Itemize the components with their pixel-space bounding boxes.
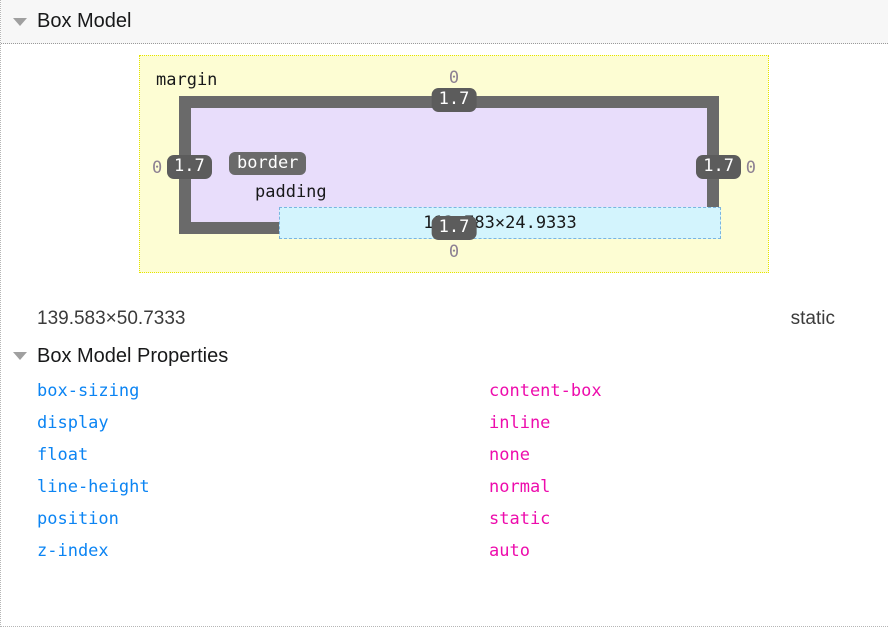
property-value[interactable]: inline — [489, 413, 551, 433]
property-name[interactable]: display — [37, 413, 109, 433]
margin-right-value[interactable]: 0 — [745, 158, 756, 178]
triangle-down-icon[interactable] — [13, 352, 27, 360]
triangle-down-icon[interactable] — [13, 17, 27, 26]
border-bottom-value[interactable]: 1.7 — [431, 216, 477, 240]
table-row[interactable]: float none — [1, 439, 888, 471]
property-name[interactable]: box-sizing — [37, 381, 140, 401]
table-row[interactable]: box-sizing content-box — [1, 375, 888, 407]
table-row[interactable]: display inline — [1, 407, 888, 439]
property-value[interactable]: content-box — [489, 381, 602, 401]
border-top-value[interactable]: 1.7 — [431, 88, 477, 112]
property-name[interactable]: line-height — [37, 477, 150, 497]
element-position: static — [790, 308, 835, 329]
margin-bottom-value[interactable]: 0 — [448, 242, 460, 262]
table-row[interactable]: position static — [1, 503, 888, 535]
margin-box[interactable]: margin 0 0 0 0 1.7 1.7 1.7 1.7 11.2 11.2… — [139, 55, 769, 273]
border-right-value[interactable]: 1.7 — [696, 155, 741, 179]
property-name[interactable]: float — [37, 445, 89, 465]
property-name[interactable]: position — [37, 509, 119, 529]
padding-label: padding — [255, 182, 327, 202]
margin-left-value[interactable]: 0 — [152, 158, 163, 178]
element-dimensions: 139.583×50.7333 — [37, 308, 186, 329]
property-name[interactable]: z-index — [37, 541, 109, 561]
margin-top-value[interactable]: 0 — [448, 68, 460, 88]
property-value[interactable]: none — [489, 445, 530, 465]
property-value[interactable]: auto — [489, 541, 530, 561]
box-model-properties-list: box-sizing content-box display inline fl… — [1, 373, 888, 567]
border-label: border — [229, 152, 307, 175]
table-row[interactable]: line-height normal — [1, 471, 888, 503]
margin-label: margin — [156, 70, 218, 90]
box-model-properties-header[interactable]: Box Model Properties — [1, 339, 888, 373]
table-row[interactable]: z-index auto — [1, 535, 888, 567]
box-model-diagram: margin 0 0 0 0 1.7 1.7 1.7 1.7 11.2 11.2… — [1, 44, 888, 299]
content-box[interactable]: 113.783×24.9333 — [279, 207, 721, 239]
box-model-summary: 139.583×50.7333 static — [1, 299, 888, 339]
page-title: Box Model — [37, 10, 132, 32]
box-model-section-header[interactable]: Box Model — [1, 0, 888, 44]
properties-title: Box Model Properties — [37, 344, 229, 367]
border-left-value[interactable]: 1.7 — [167, 155, 212, 179]
border-box[interactable]: border padding 113.783×24.9333 — [179, 96, 721, 239]
property-value[interactable]: static — [489, 509, 551, 529]
property-value[interactable]: normal — [489, 477, 551, 497]
